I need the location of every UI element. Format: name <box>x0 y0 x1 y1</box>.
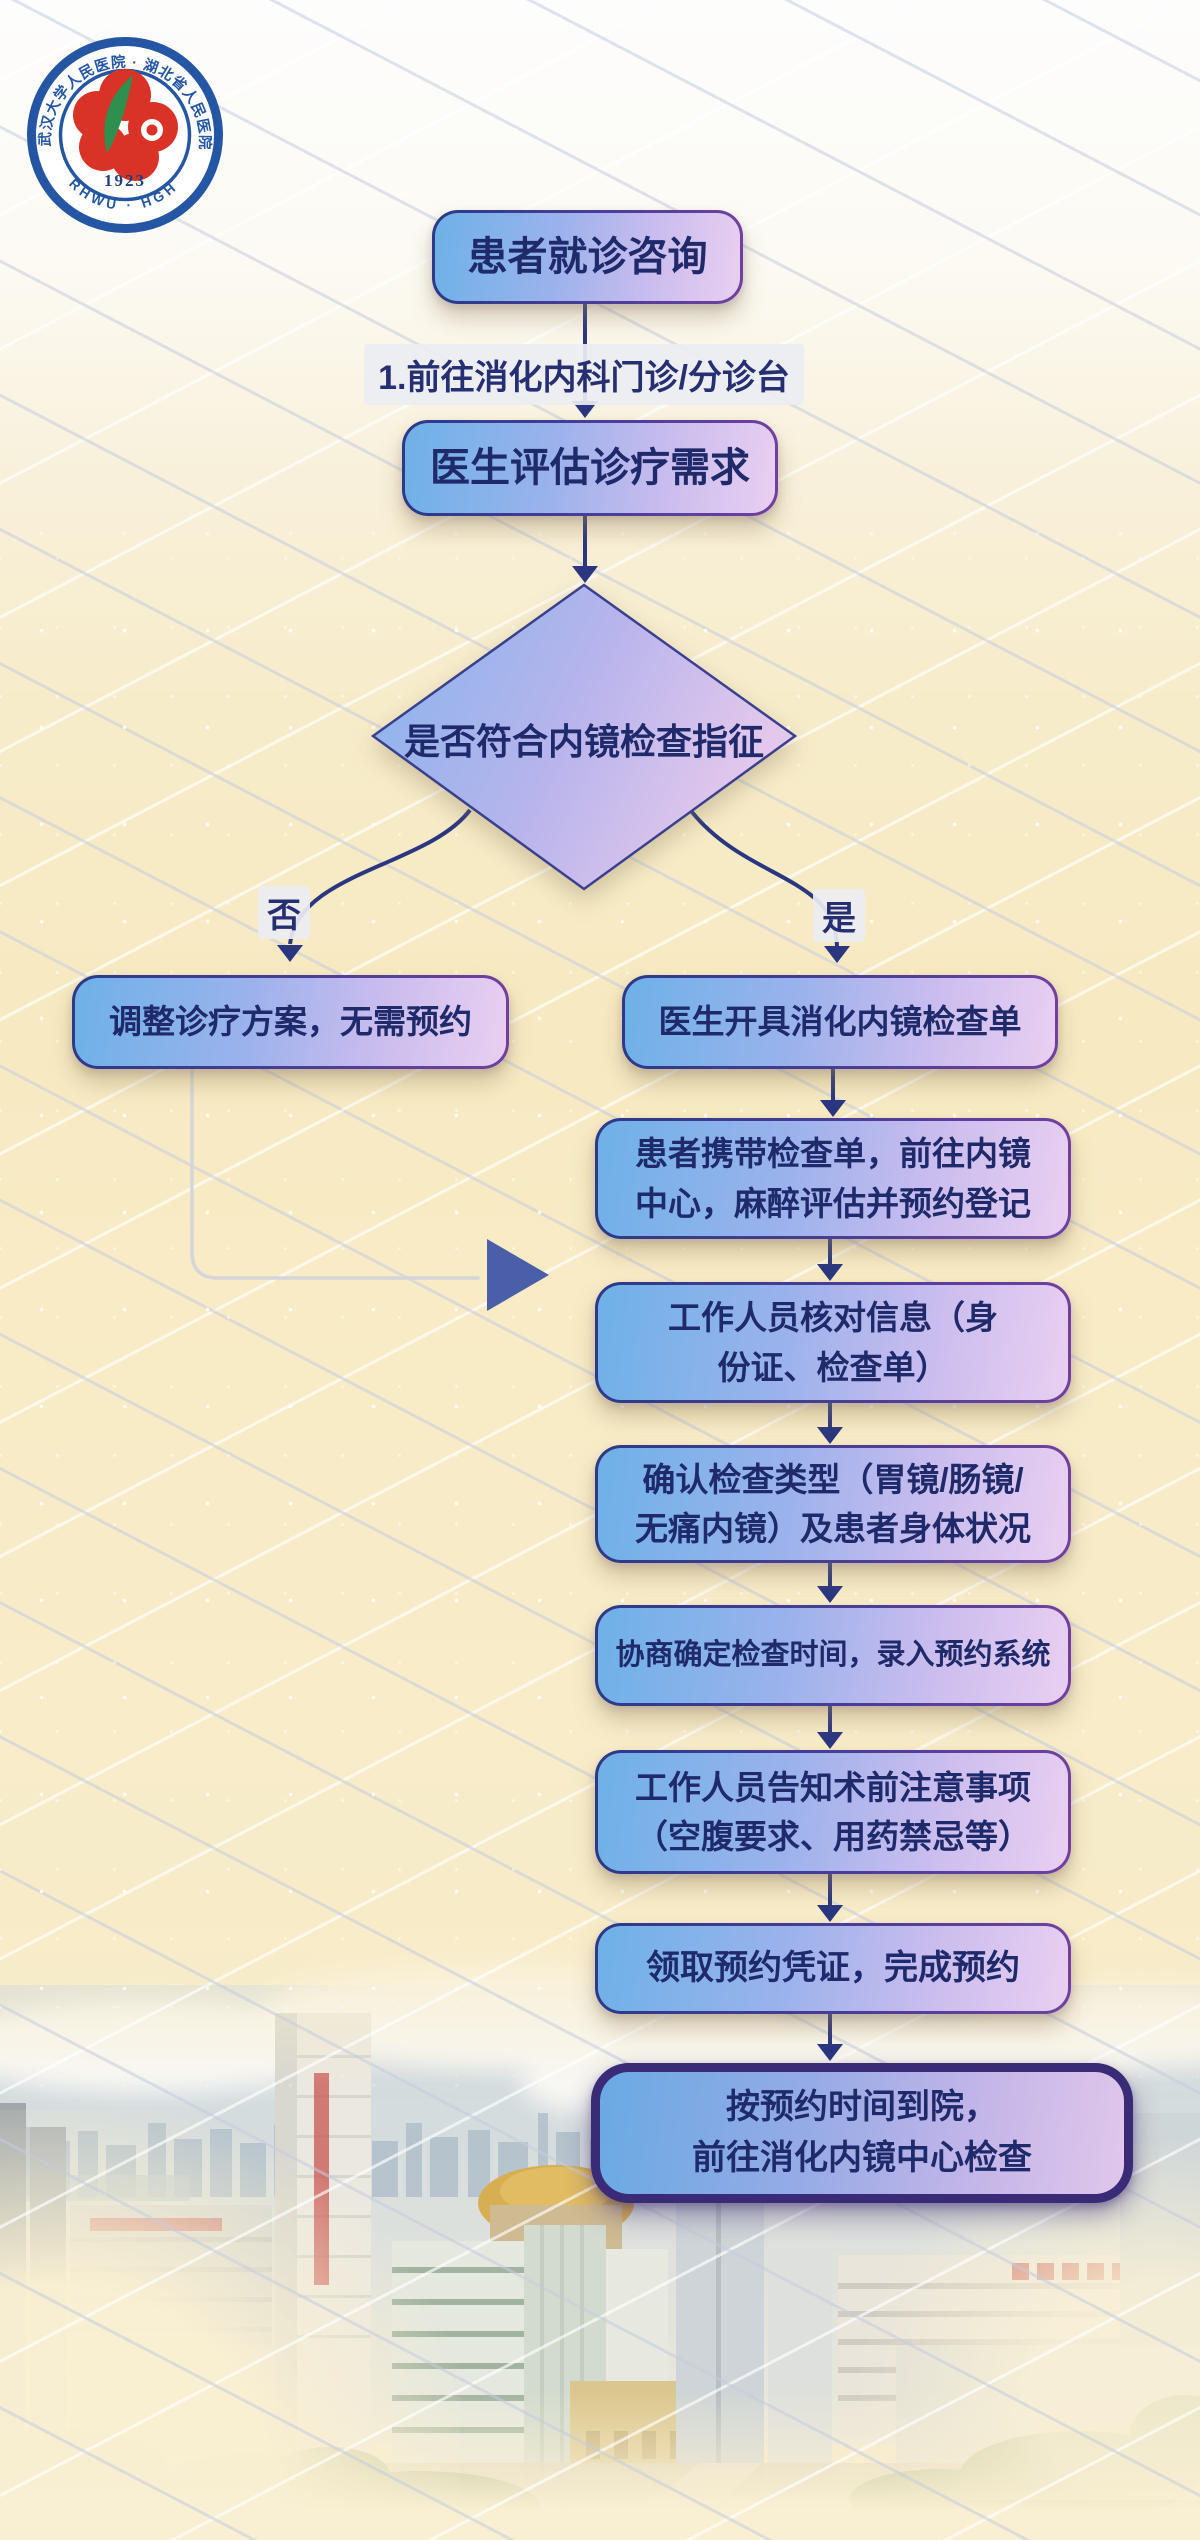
flow-node-verify: 工作人员核对信息（身 份证、检查单） <box>595 1282 1071 1403</box>
flow-node-notice-line2: （空腹要求、用药禁忌等） <box>635 1818 1031 1855</box>
flow-node-register-line2: 中心，麻醉评估并预约登记 <box>635 1184 1031 1222</box>
flow-node-adjust: 调整诊疗方案，无需预约 <box>72 975 509 1069</box>
flow-node-assess-label: 医生评估诊疗需求 <box>430 446 750 490</box>
decision-label: 是否符合内镜检查指征 <box>403 721 764 762</box>
flow-node-final: 按预约时间到院， 前往消化内镜中心检查 <box>591 2063 1133 2203</box>
branch-label-yes: 是 <box>813 889 865 942</box>
flow-node-confirm-line1: 确认检查类型（胃镜/肠镜/ <box>642 1460 1024 1498</box>
flow-node-confirm-type: 确认检查类型（胃镜/肠镜/ 无痛内镜）及患者身体状况 <box>595 1445 1071 1563</box>
hospital-logo: 武汉大学人民医院 · 湖北省人民医院 RHWU · HGH 1923 <box>27 37 223 233</box>
flow-node-schedule: 协商确定检查时间，录入预约系统 <box>595 1605 1071 1706</box>
flow-node-assess: 医生评估诊疗需求 <box>402 420 778 516</box>
flow-node-confirm-line2: 无痛内镜）及患者身体状况 <box>635 1510 1031 1547</box>
flow-node-verify-line2: 份证、检查单） <box>717 1348 949 1386</box>
flow-node-register: 患者携带检查单，前往内镜 中心，麻醉评估并预约登记 <box>595 1118 1071 1239</box>
flow-node-schedule-label: 协商确定检查时间，录入预约系统 <box>615 1638 1051 1671</box>
flow-node-final-line1: 按预约时间到院， <box>726 2088 998 2126</box>
logo-year: 1923 <box>104 171 146 190</box>
flow-node-final-line2: 前往消化内镜中心检查 <box>692 2139 1032 2177</box>
merge-connector-line <box>190 1064 480 1280</box>
flow-node-verify-line1: 工作人员核对信息（身 <box>668 1299 998 1336</box>
flow-node-order: 医生开具消化内镜检查单 <box>622 975 1058 1069</box>
flow-node-notice: 工作人员告知术前注意事项 （空腹要求、用药禁忌等） <box>595 1750 1071 1874</box>
flow-node-start: 患者就诊咨询 <box>432 210 743 304</box>
flow-node-voucher-label: 领取预约凭证，完成预约 <box>646 1949 1020 1987</box>
flow-node-order-label: 医生开具消化内镜检查单 <box>658 1003 1022 1041</box>
merge-arrow-triangle <box>487 1239 549 1311</box>
flow-node-adjust-label: 调整诊疗方案，无需预约 <box>109 1003 472 1041</box>
flow-node-voucher: 领取预约凭证，完成预约 <box>595 1923 1071 2014</box>
route-note: 1.前往消化内科门诊/分诊台 <box>364 344 804 405</box>
flow-node-register-line1: 患者携带检查单，前往内镜 <box>635 1135 1031 1172</box>
flow-node-notice-line1: 工作人员告知术前注意事项 <box>635 1768 1031 1806</box>
branch-label-no: 否 <box>258 886 310 939</box>
flow-node-start-label: 患者就诊咨询 <box>467 235 708 279</box>
